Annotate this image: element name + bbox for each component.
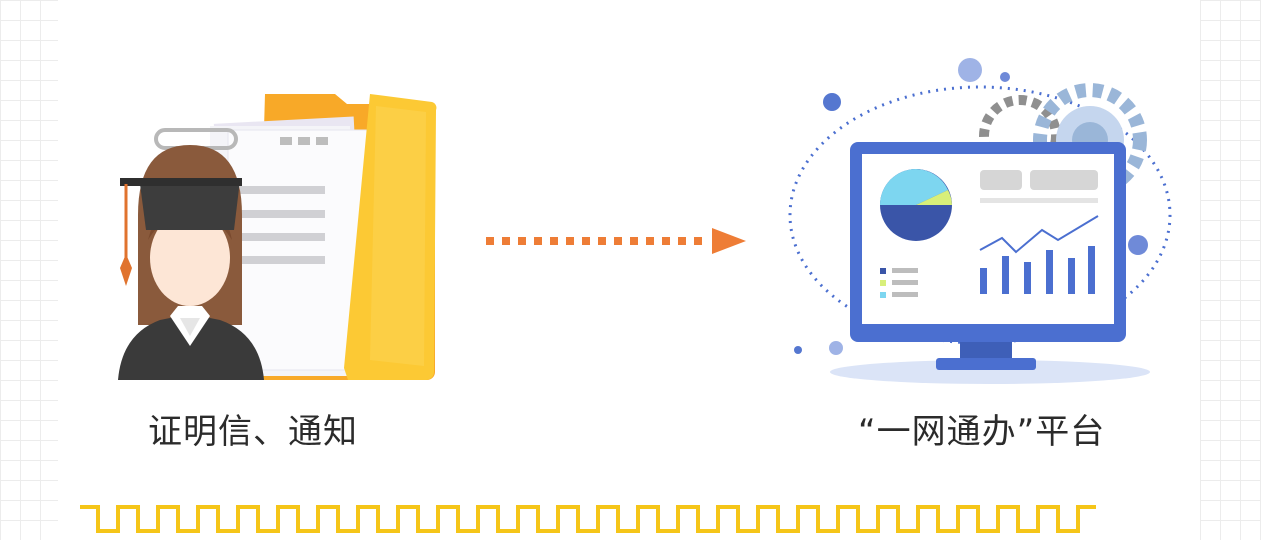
graduate-icon: [118, 145, 264, 380]
dotted-arrow-icon: [486, 228, 746, 254]
caption-one-stop-platform: “一网通办”平台: [858, 412, 1106, 452]
graduate-with-folder-illustration: [118, 94, 437, 380]
wave-line: [80, 505, 1096, 533]
decorative-wave-border: [80, 505, 1096, 533]
orbit-dots: [788, 85, 1172, 345]
caption-certificate-notice: 证明信、通知: [148, 412, 358, 452]
folder-icon: [154, 94, 437, 380]
monitor-icon: [850, 142, 1126, 342]
computer-monitor-dashboard-illustration: [788, 58, 1172, 384]
